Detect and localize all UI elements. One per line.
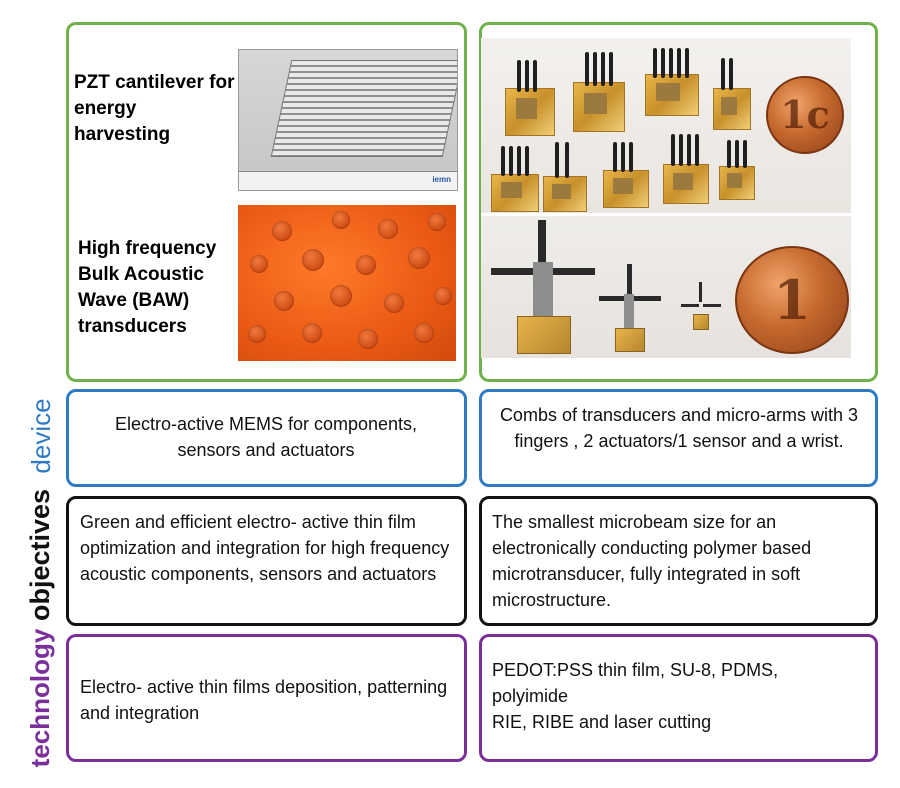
baw-dot	[302, 323, 322, 343]
caption-pzt-cantilever: PZT cantilever for energy harvesting	[74, 72, 235, 145]
baw-dot	[272, 221, 292, 241]
finger	[727, 140, 731, 168]
technology-text-left: Electro- active thin films deposition, p…	[80, 677, 448, 723]
finger	[601, 52, 605, 86]
finger	[501, 146, 505, 176]
cantilever-array	[270, 60, 457, 157]
transducer-chip	[573, 82, 625, 132]
baw-dot	[248, 325, 266, 343]
finger	[593, 52, 597, 86]
caption-baw-transducers: High frequency Bulk Acoustic Wave (BAW) …	[78, 238, 217, 337]
photo-transducer-combs: 1c	[481, 38, 851, 213]
technology-cell-left	[66, 634, 467, 762]
micro-arm-finger	[551, 268, 595, 275]
micro-arm-body	[533, 262, 553, 322]
finger	[555, 142, 559, 178]
micro-arm-finger	[538, 220, 546, 266]
finger	[735, 140, 739, 168]
finger	[585, 52, 589, 86]
baw-dot	[330, 285, 352, 307]
objectives-text-right: The smallest microbeam size for an elect…	[492, 512, 812, 610]
baw-dot	[356, 255, 376, 275]
finger	[687, 134, 691, 166]
baw-optical-image	[238, 205, 456, 361]
micro-arm-base	[517, 316, 571, 354]
transducer-chip	[603, 170, 649, 208]
finger	[613, 142, 617, 172]
baw-dot	[414, 323, 434, 343]
device-cell-left	[66, 389, 467, 487]
micro-arm-finger	[699, 282, 702, 302]
transducer-chip	[719, 166, 755, 200]
baw-dot	[274, 291, 294, 311]
transducer-chip	[505, 88, 555, 136]
finger	[679, 134, 683, 166]
sem-micrograph-cantilever: iemn	[238, 49, 458, 191]
transducer-chip	[713, 88, 751, 130]
baw-dot	[408, 247, 430, 269]
objectives-cell-left	[66, 496, 467, 626]
baw-dot	[378, 219, 398, 239]
device-text-right: Combs of transducers and micro-arms with…	[499, 405, 859, 451]
transducer-chip	[491, 174, 539, 212]
micro-arm-finger	[681, 304, 699, 307]
micro-arm-finger	[491, 268, 537, 275]
finger	[743, 140, 747, 168]
finger	[685, 48, 689, 78]
finger	[609, 52, 613, 86]
finger	[517, 146, 521, 176]
micro-arm-finger	[599, 296, 627, 301]
photo-devices: 1c	[481, 38, 851, 358]
baw-dot	[428, 213, 446, 231]
technology-text-right-line1: PEDOT:PSS thin film, SU-8, PDMS, polyimi…	[492, 660, 779, 706]
euro-cent-coin: 1	[735, 246, 849, 354]
micro-arm-base	[615, 328, 645, 352]
finger	[621, 142, 625, 172]
micro-arm-finger	[703, 304, 721, 307]
micro-arm-finger	[633, 296, 661, 301]
baw-dot	[332, 211, 350, 229]
sem-info-bar: iemn	[239, 171, 457, 190]
finger	[729, 58, 733, 90]
baw-dot	[358, 329, 378, 349]
finger	[671, 134, 675, 166]
baw-dot	[384, 293, 404, 313]
technology-cell-right	[479, 634, 878, 762]
baw-dot	[250, 255, 268, 273]
finger	[695, 134, 699, 166]
finger	[653, 48, 657, 78]
finger	[661, 48, 665, 78]
device-cell-right	[479, 389, 878, 487]
sem-logo: iemn	[432, 175, 451, 184]
device-text-left: Electro-active MEMS for components, sens…	[114, 414, 418, 460]
baw-dot	[302, 249, 324, 271]
objectives-cell-right	[479, 496, 878, 626]
finger	[509, 146, 513, 176]
micro-arm-base	[693, 314, 709, 330]
finger	[525, 60, 529, 92]
finger	[517, 60, 521, 92]
finger	[533, 60, 537, 92]
baw-dot	[434, 287, 452, 305]
finger	[525, 146, 529, 176]
technology-text-right-line2: RIE, RIBE and laser cutting	[492, 712, 712, 732]
row-label-technology: technology	[25, 628, 55, 768]
finger	[677, 48, 681, 78]
finger	[669, 48, 673, 78]
transducer-chip	[645, 74, 699, 116]
finger	[565, 142, 569, 178]
micro-arm-finger	[627, 264, 632, 294]
micro-arm-body	[624, 294, 634, 334]
finger	[721, 58, 725, 90]
finger	[629, 142, 633, 172]
transducer-chip	[663, 164, 709, 204]
transducer-chip	[543, 176, 587, 212]
objectives-text-left: Green and efficient electro- active thin…	[80, 512, 450, 584]
euro-cent-coin: 1c	[766, 76, 844, 154]
photo-micro-arms: 1	[481, 216, 851, 358]
